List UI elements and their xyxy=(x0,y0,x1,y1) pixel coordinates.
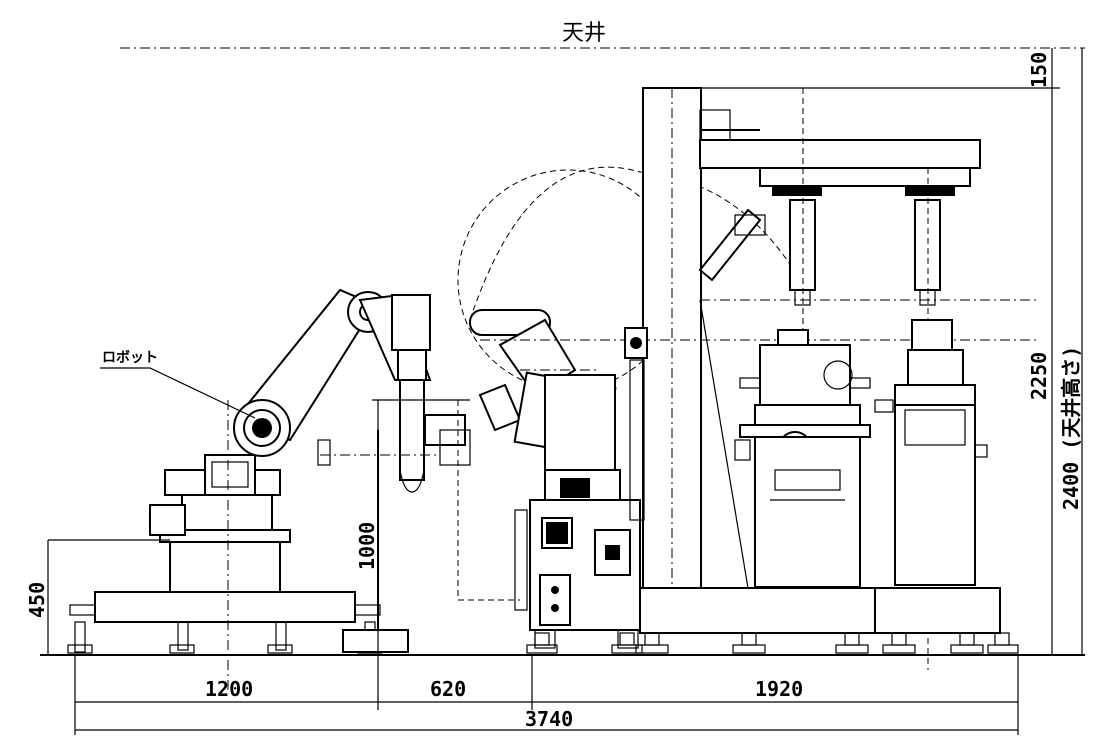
dim-ceiling-gap: 150 xyxy=(700,48,1060,89)
machine-left xyxy=(734,329,871,588)
robot-label: ロボット xyxy=(102,350,158,366)
equipment-base xyxy=(526,587,1019,654)
ceiling-line: 天井 xyxy=(120,21,1085,49)
gantry-beam xyxy=(699,139,981,169)
machine-right xyxy=(874,319,988,586)
robot-leader-line xyxy=(100,367,256,419)
robot-pedestal xyxy=(169,539,281,593)
dim-width-equipment-text: 1920 xyxy=(755,677,803,701)
robot-base-platform xyxy=(94,591,356,623)
dim-width-gap-text: 620 xyxy=(430,677,466,701)
dim-equipment-height-text: 2250 xyxy=(1027,352,1051,400)
dim-base-height-text: 450 xyxy=(25,582,49,618)
dim-total-height-text: 2400 (天井高さ) xyxy=(1059,346,1083,510)
dim-ceiling-gap-text: 150 xyxy=(1027,52,1051,88)
robot: ロボット xyxy=(67,288,471,690)
dim-reach-height: 1000 xyxy=(355,400,379,655)
ceiling-label: 天井 xyxy=(562,21,606,46)
gantry xyxy=(480,87,1040,670)
dim-base-height: 450 xyxy=(25,539,170,655)
dim-width-robot-text: 1200 xyxy=(205,677,253,701)
dim-total-height: 2400 (天井高さ) xyxy=(1059,48,1083,655)
dim-width-total-text: 3740 xyxy=(525,707,573,731)
robot-upper-arm xyxy=(399,379,425,481)
dim-reach-height-text: 1000 xyxy=(355,522,379,570)
control-cabinet xyxy=(514,374,641,649)
dim-equipment-height: 2250 xyxy=(1027,88,1053,655)
dim-horizontal: 1200 620 1920 3740 xyxy=(74,655,1019,735)
